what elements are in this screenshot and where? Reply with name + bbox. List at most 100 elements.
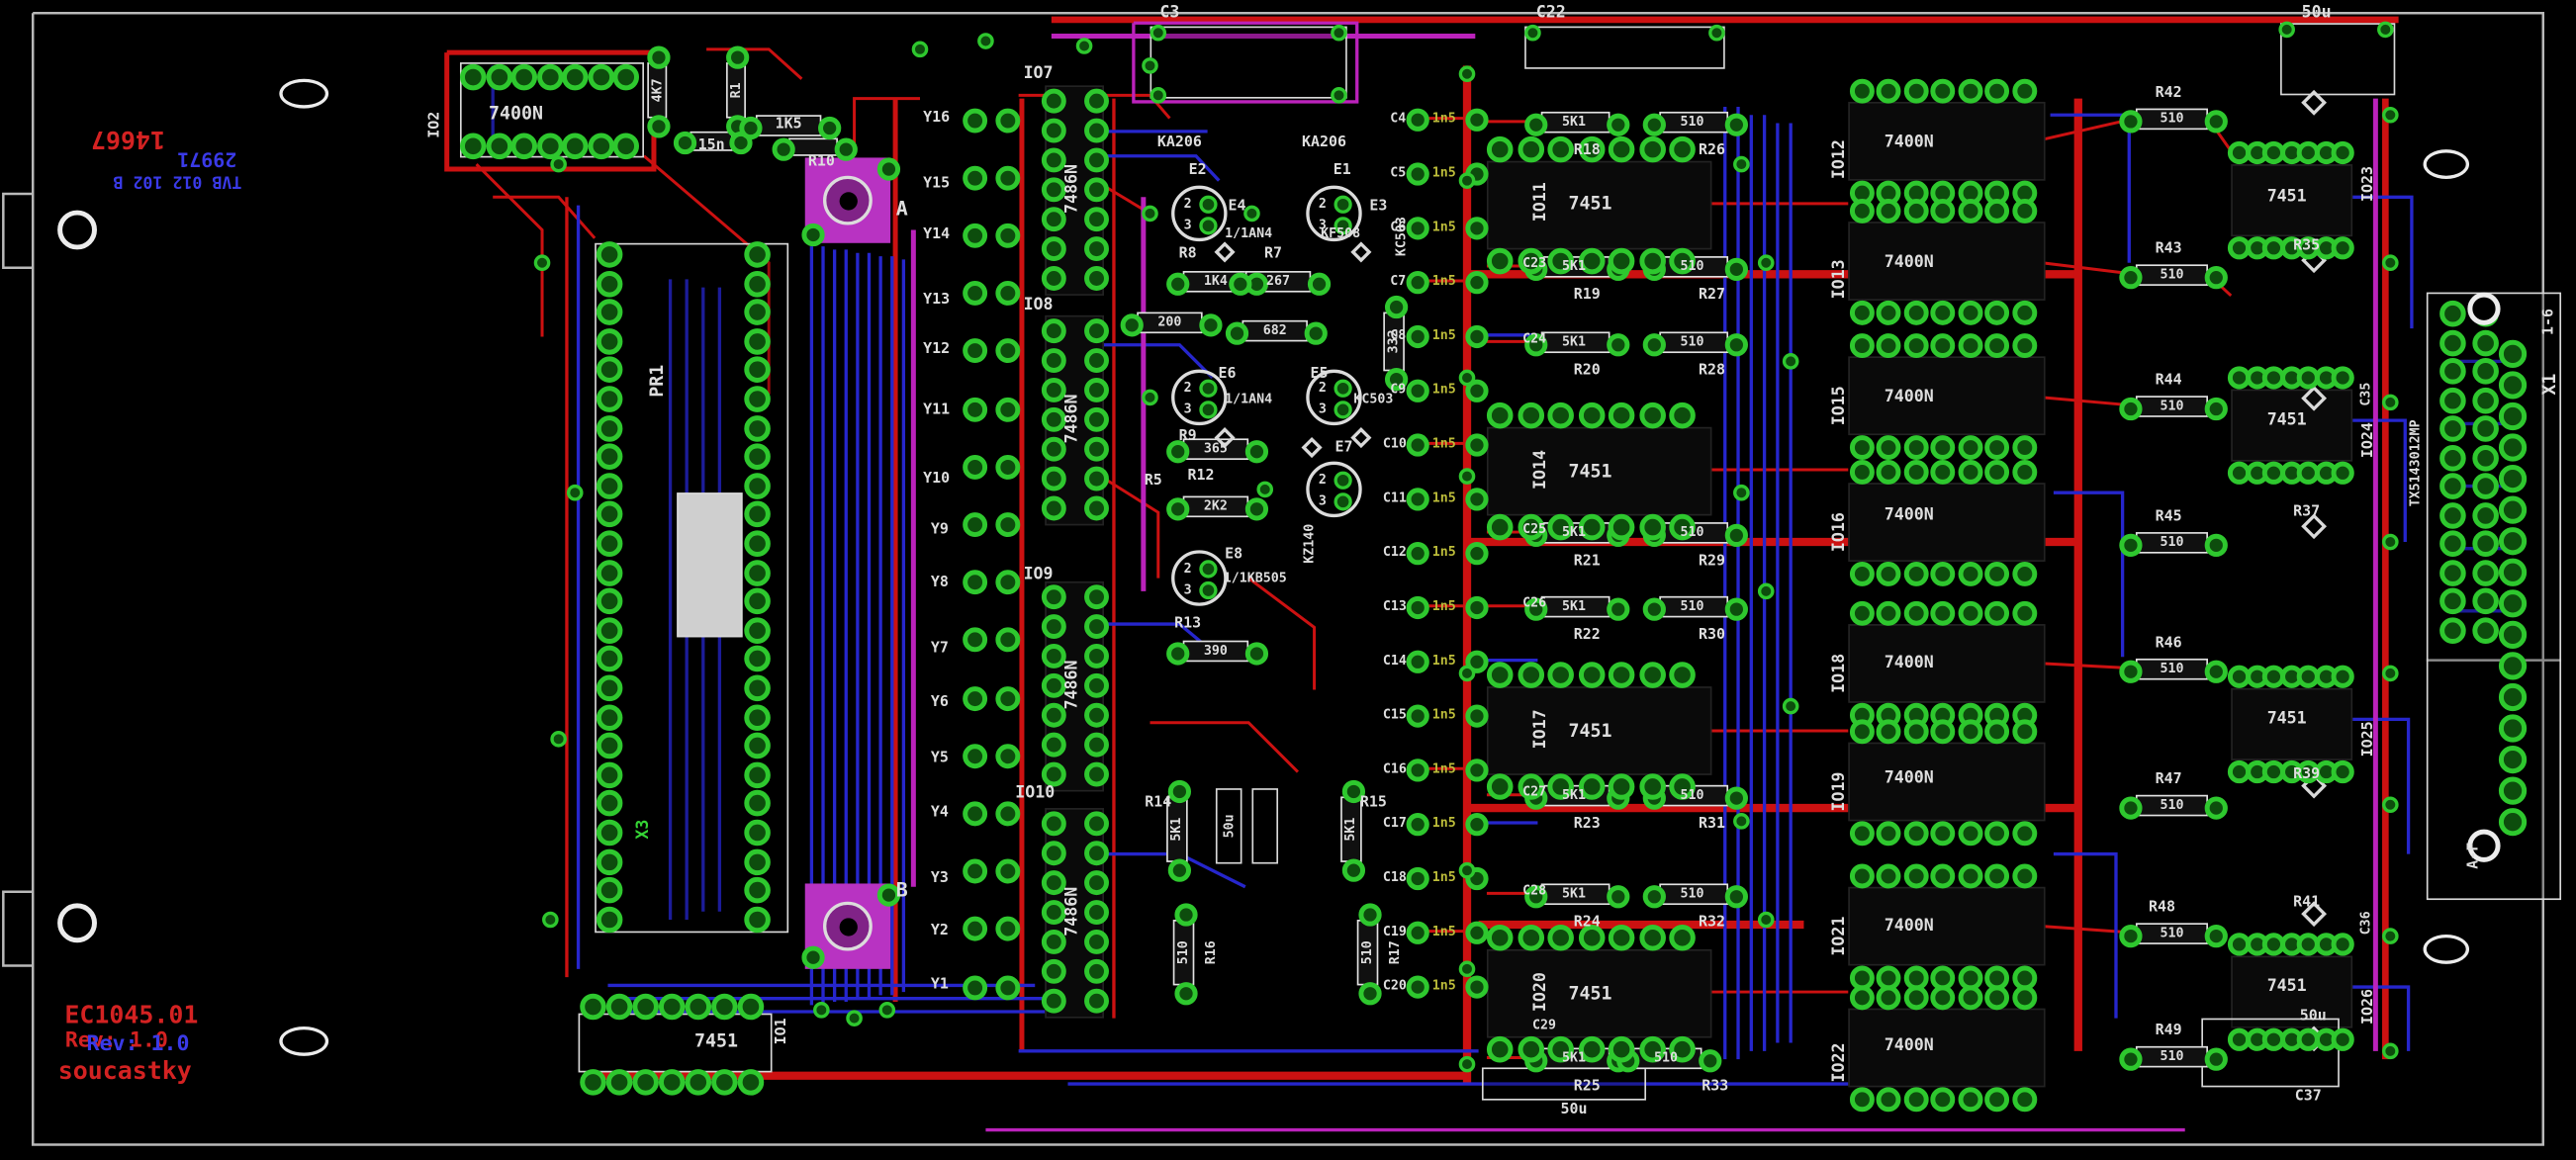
through-hole-pad[interactable] (596, 299, 623, 326)
through-hole-pad[interactable] (1957, 198, 1982, 223)
through-hole-pad[interactable] (1304, 320, 1328, 344)
through-hole-pad[interactable] (994, 801, 1020, 827)
through-hole-pad[interactable] (596, 703, 623, 731)
through-hole-pad[interactable] (1173, 903, 1197, 927)
through-hole-pad[interactable] (876, 157, 901, 181)
through-hole-pad[interactable] (744, 617, 771, 644)
ic-chip[interactable] (1848, 624, 2046, 703)
through-hole-pad[interactable] (1724, 522, 1748, 547)
through-hole-pad[interactable] (1902, 820, 1928, 846)
via[interactable] (1733, 813, 1750, 830)
through-hole-pad[interactable] (1517, 924, 1544, 951)
through-hole-pad[interactable] (1578, 513, 1605, 541)
through-hole-pad[interactable] (2011, 434, 2037, 460)
transistor-outline[interactable] (1171, 185, 1228, 242)
via[interactable] (1150, 24, 1167, 42)
through-hole-pad[interactable] (1638, 513, 1666, 541)
through-hole-pad[interactable] (1083, 176, 1109, 202)
via[interactable] (846, 1010, 863, 1026)
through-hole-pad[interactable] (1547, 513, 1574, 541)
through-hole-pad[interactable] (1486, 135, 1514, 163)
through-hole-pad[interactable] (596, 386, 623, 412)
through-hole-pad[interactable] (1340, 779, 1365, 804)
through-hole-pad[interactable] (2204, 795, 2228, 819)
through-hole-pad[interactable] (1902, 561, 1928, 586)
through-hole-pad[interactable] (1465, 217, 1489, 240)
through-hole-pad[interactable] (2472, 501, 2499, 528)
through-hole-pad[interactable] (744, 646, 771, 672)
via[interactable] (1757, 582, 1775, 600)
through-hole-pad[interactable] (632, 993, 659, 1021)
through-hole-pad[interactable] (1607, 884, 1630, 908)
through-hole-pad[interactable] (1608, 773, 1635, 800)
through-hole-pad[interactable] (772, 136, 795, 160)
through-hole-pad[interactable] (1669, 247, 1696, 275)
via[interactable] (878, 1002, 896, 1019)
through-hole-pad[interactable] (2498, 588, 2527, 617)
through-hole-pad[interactable] (1902, 434, 1928, 460)
through-hole-pad[interactable] (2439, 415, 2466, 442)
through-hole-pad[interactable] (1849, 718, 1875, 744)
via[interactable] (1757, 911, 1775, 929)
via[interactable] (1458, 468, 1476, 485)
through-hole-pad[interactable] (1465, 488, 1489, 511)
through-hole-pad[interactable] (1406, 704, 1429, 728)
through-hole-pad[interactable] (2472, 387, 2499, 413)
through-hole-pad[interactable] (1957, 332, 1982, 358)
through-hole-pad[interactable] (1638, 402, 1666, 429)
through-hole-pad[interactable] (1120, 312, 1144, 336)
through-hole-pad[interactable] (605, 1069, 633, 1096)
through-hole-pad[interactable] (962, 685, 987, 711)
through-hole-pad[interactable] (1876, 820, 1901, 846)
through-hole-pad[interactable] (1638, 135, 1666, 163)
through-hole-pad[interactable] (1465, 921, 1489, 944)
through-hole-pad[interactable] (1465, 758, 1489, 782)
through-hole-pad[interactable] (1333, 400, 1351, 418)
through-hole-pad[interactable] (1465, 271, 1489, 295)
through-hole-pad[interactable] (2498, 338, 2527, 368)
through-hole-pad[interactable] (2011, 332, 2037, 358)
through-hole-pad[interactable] (1930, 561, 1956, 586)
through-hole-pad[interactable] (1198, 194, 1217, 214)
through-hole-pad[interactable] (1724, 112, 1748, 136)
ic-chip[interactable] (2231, 687, 2353, 760)
through-hole-pad[interactable] (2498, 402, 2527, 430)
through-hole-pad[interactable] (2472, 358, 2499, 385)
through-hole-pad[interactable] (1041, 929, 1065, 954)
through-hole-pad[interactable] (876, 883, 901, 907)
via[interactable] (1757, 254, 1775, 272)
through-hole-pad[interactable] (744, 732, 771, 759)
through-hole-pad[interactable] (1083, 465, 1109, 491)
through-hole-pad[interactable] (2498, 494, 2527, 523)
through-hole-pad[interactable] (1876, 718, 1901, 744)
via[interactable] (1331, 87, 1347, 104)
through-hole-pad[interactable] (1669, 402, 1696, 429)
through-hole-pad[interactable] (962, 165, 987, 191)
via[interactable] (2382, 533, 2399, 551)
through-hole-pad[interactable] (1957, 561, 1982, 586)
through-hole-pad[interactable] (596, 790, 623, 818)
through-hole-pad[interactable] (1849, 1086, 1875, 1112)
through-hole-pad[interactable] (1524, 596, 1548, 620)
ic-chip[interactable] (1848, 356, 2046, 436)
through-hole-pad[interactable] (658, 993, 686, 1021)
via[interactable] (911, 41, 929, 58)
through-hole-pad[interactable] (1465, 813, 1489, 837)
via[interactable] (1782, 353, 1799, 370)
through-hole-pad[interactable] (2119, 659, 2143, 683)
through-hole-pad[interactable] (1930, 1086, 1956, 1112)
through-hole-pad[interactable] (485, 63, 512, 91)
through-hole-pad[interactable] (1930, 718, 1956, 744)
through-hole-pad[interactable] (1406, 217, 1429, 240)
through-hole-pad[interactable] (1638, 662, 1666, 688)
through-hole-pad[interactable] (1547, 662, 1574, 688)
through-hole-pad[interactable] (2498, 775, 2527, 804)
via[interactable] (2382, 106, 2399, 124)
through-hole-pad[interactable] (1333, 216, 1351, 234)
through-hole-pad[interactable] (1083, 435, 1109, 461)
through-hole-pad[interactable] (2119, 532, 2143, 557)
through-hole-pad[interactable] (1041, 146, 1065, 172)
through-hole-pad[interactable] (994, 858, 1020, 884)
through-hole-pad[interactable] (744, 241, 771, 268)
